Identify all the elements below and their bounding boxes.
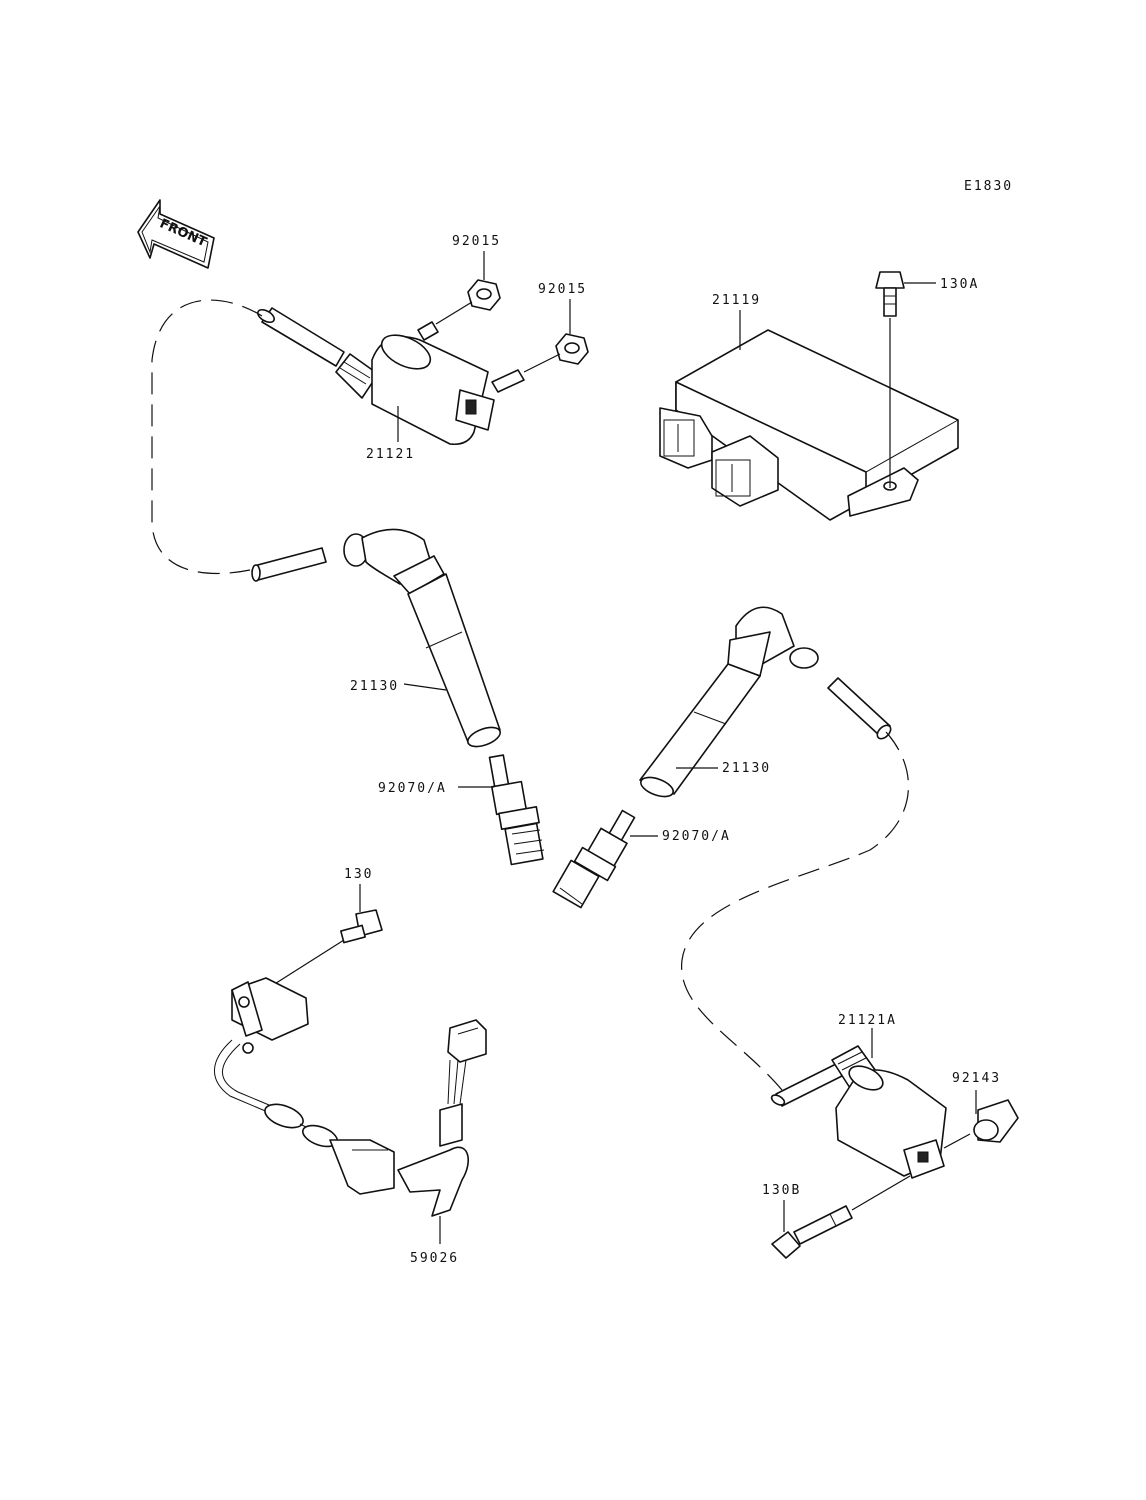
plug-cap-right [639,606,892,798]
nut-right [555,333,589,365]
label-92070a-right: 92070/A [662,829,731,844]
label-92015-top: 92015 [452,234,501,249]
label-92070a-left: 92070/A [378,781,447,796]
front-arrow-icon: FRONT [137,199,215,269]
plug-cap-left [251,528,502,748]
igniter-unit [659,329,959,521]
pickup-harness [214,977,487,1217]
label-21130-right: 21130 [722,761,771,776]
label-130a: 130A [940,277,979,292]
bolt-130a [875,271,905,317]
bolt-130 [340,909,383,944]
label-21121a: 21121A [838,1013,897,1028]
label-59026: 59026 [410,1251,459,1266]
label-92015-right: 92015 [538,282,587,297]
label-130: 130 [344,867,373,882]
bolt-130b [771,1205,853,1259]
label-21121: 21121 [366,447,415,462]
collar-92143 [973,1099,1019,1143]
spark-plug-right [552,809,636,909]
label-130b: 130B [762,1183,801,1198]
nut-top [467,279,501,311]
ignition-coil-right [770,1045,947,1179]
label-21130-left: 21130 [350,679,399,694]
spark-plug-left [488,754,545,866]
ignition-coil-left [257,307,525,446]
diagram-code: E1830 [964,179,1013,194]
label-92143: 92143 [952,1071,1001,1086]
label-21119: 21119 [712,293,761,308]
